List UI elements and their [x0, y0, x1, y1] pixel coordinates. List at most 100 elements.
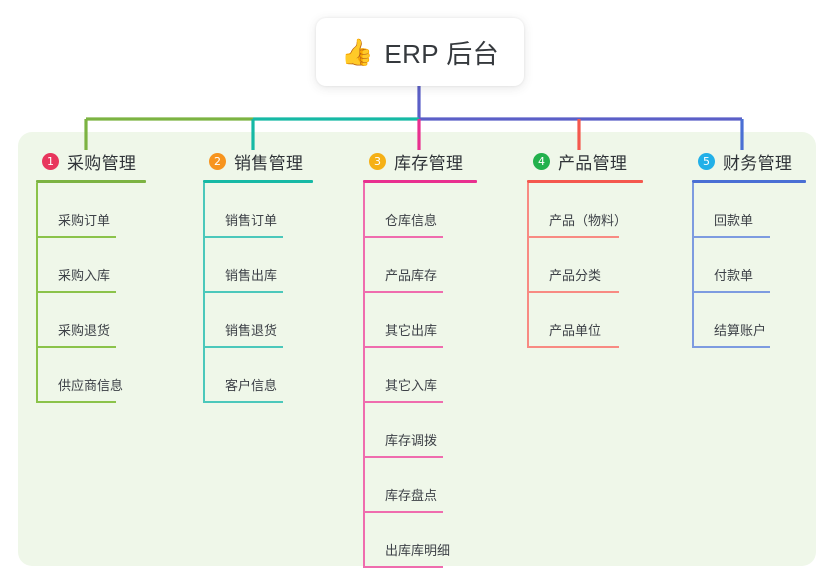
leaf-label: 采购退货: [58, 323, 111, 338]
leaf-rule: [363, 511, 443, 513]
column-3: 3 库存管理仓库信息产品库存其它出库其它入库库存调拨库存盘点出库库明细: [363, 148, 513, 568]
leaf-label: 产品（物料）: [549, 213, 628, 228]
column-5: 5 财务管理回款单付款单结算账户: [692, 148, 832, 348]
column-spine-5: [692, 183, 694, 348]
leaf-item[interactable]: 采购退货: [36, 293, 186, 348]
column-header-4[interactable]: 4 产品管理: [527, 148, 687, 174]
leaf-item[interactable]: 回款单: [692, 183, 832, 238]
column-spine-3: [363, 183, 365, 568]
leaf-rule: [36, 346, 116, 348]
column-spine-4: [527, 183, 529, 348]
leaf-rule: [692, 236, 770, 238]
column-1: 1 采购管理采购订单采购入库采购退货供应商信息: [36, 148, 186, 403]
column-header-1[interactable]: 1 采购管理: [36, 148, 186, 174]
column-rule-4: [527, 180, 643, 183]
leaf-label: 回款单: [714, 213, 754, 228]
leaf-label: 结算账户: [714, 323, 767, 338]
leaf-rule: [203, 291, 283, 293]
leaf-label: 付款单: [714, 268, 754, 283]
leaf-list-4: 产品（物料） 产品分类产品单位: [527, 183, 687, 348]
leaf-item[interactable]: 其它出库: [363, 293, 513, 348]
leaf-list-3: 仓库信息产品库存其它出库其它入库库存调拨库存盘点出库库明细: [363, 183, 513, 568]
leaf-rule: [36, 236, 116, 238]
leaf-item[interactable]: 出库库明细: [363, 513, 513, 568]
leaf-list-2: 销售订单销售出库销售退货客户信息: [203, 183, 353, 403]
leaf-item[interactable]: 销售出库: [203, 238, 353, 293]
column-title-5: 财务管理: [723, 153, 793, 173]
leaf-item[interactable]: 库存调拨: [363, 403, 513, 458]
column-rule-1: [36, 180, 146, 183]
leaf-item[interactable]: 销售订单: [203, 183, 353, 238]
leaf-rule: [36, 401, 116, 403]
leaf-label: 产品单位: [549, 323, 602, 338]
column-title-3: 库存管理: [394, 153, 464, 173]
leaf-rule: [203, 236, 283, 238]
column-header-2[interactable]: 2 销售管理: [203, 148, 353, 174]
leaf-rule: [363, 346, 443, 348]
leaf-label: 仓库信息: [385, 213, 438, 228]
leaf-rule: [363, 401, 443, 403]
leaf-label: 其它出库: [385, 323, 438, 338]
leaf-rule: [527, 346, 619, 348]
leaf-rule: [527, 236, 619, 238]
column-rule-5: [692, 180, 806, 183]
column-4: 4 产品管理产品（物料） 产品分类产品单位: [527, 148, 687, 348]
column-badge-3: 3: [369, 152, 386, 170]
leaf-item[interactable]: 产品（物料）: [527, 183, 687, 238]
leaf-list-5: 回款单付款单结算账户: [692, 183, 832, 348]
leaf-item[interactable]: 结算账户: [692, 293, 832, 348]
root-node-content: 👍 ERP 后台: [341, 34, 499, 71]
leaf-rule: [692, 291, 770, 293]
leaf-label: 库存调拨: [385, 433, 438, 448]
column-title-4: 产品管理: [558, 153, 628, 173]
leaf-label: 采购订单: [58, 213, 111, 228]
leaf-label: 销售退货: [225, 323, 278, 338]
column-title-2: 销售管理: [234, 153, 304, 173]
leaf-rule: [363, 291, 443, 293]
leaf-label: 产品分类: [549, 268, 602, 283]
leaf-label: 产品库存: [385, 268, 438, 283]
leaf-item[interactable]: 销售退货: [203, 293, 353, 348]
leaf-label: 供应商信息: [58, 378, 124, 393]
leaf-label: 库存盘点: [385, 488, 438, 503]
column-2: 2 销售管理销售订单销售出库销售退货客户信息: [203, 148, 353, 403]
column-rule-3: [363, 180, 477, 183]
root-node-card[interactable]: 👍 ERP 后台: [316, 18, 524, 86]
leaf-item[interactable]: 其它入库: [363, 348, 513, 403]
column-header-5[interactable]: 5 财务管理: [692, 148, 832, 174]
leaf-rule: [363, 456, 443, 458]
leaf-rule: [203, 401, 283, 403]
leaf-label: 出库库明细: [385, 543, 451, 558]
leaf-rule: [203, 346, 283, 348]
leaf-rule: [692, 346, 770, 348]
column-rule-2: [203, 180, 313, 183]
leaf-item[interactable]: 客户信息: [203, 348, 353, 403]
root-title: ERP 后台: [384, 38, 499, 69]
leaf-item[interactable]: 付款单: [692, 238, 832, 293]
column-badge-4: 4: [533, 152, 550, 170]
leaf-item[interactable]: 供应商信息: [36, 348, 186, 403]
content-panel: [18, 132, 816, 566]
leaf-item[interactable]: 产品库存: [363, 238, 513, 293]
leaf-label: 其它入库: [385, 378, 438, 393]
column-spine-1: [36, 183, 38, 403]
thumbs-up-icon: 👍: [341, 37, 374, 67]
leaf-label: 销售订单: [225, 213, 278, 228]
leaf-rule: [363, 236, 443, 238]
leaf-item[interactable]: 仓库信息: [363, 183, 513, 238]
column-badge-5: 5: [698, 152, 715, 170]
column-title-1: 采购管理: [67, 153, 137, 173]
column-spine-2: [203, 183, 205, 403]
leaf-item[interactable]: 采购入库: [36, 238, 186, 293]
leaf-item[interactable]: 产品单位: [527, 293, 687, 348]
leaf-label: 销售出库: [225, 268, 278, 283]
leaf-item[interactable]: 采购订单: [36, 183, 186, 238]
column-badge-1: 1: [42, 152, 59, 170]
leaf-item[interactable]: 库存盘点: [363, 458, 513, 513]
column-badge-2: 2: [209, 152, 226, 170]
leaf-rule: [363, 566, 443, 568]
leaf-list-1: 采购订单采购入库采购退货供应商信息: [36, 183, 186, 403]
leaf-label: 采购入库: [58, 268, 111, 283]
leaf-item[interactable]: 产品分类: [527, 238, 687, 293]
column-header-3[interactable]: 3 库存管理: [363, 148, 513, 174]
